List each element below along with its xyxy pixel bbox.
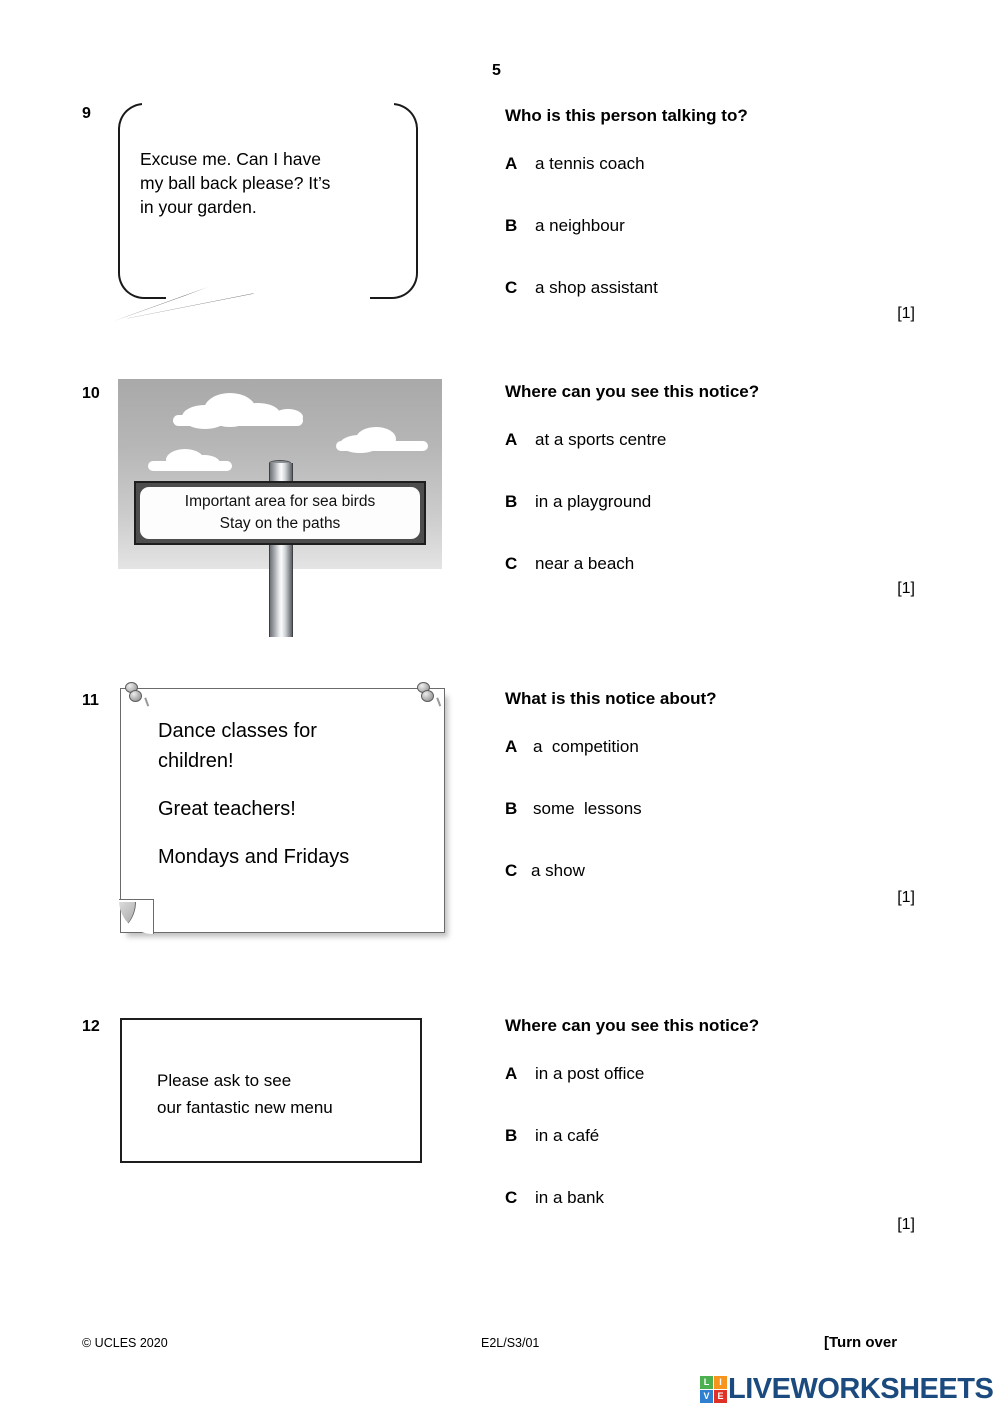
poster-line-3: Mondays and Fridays <box>158 846 350 868</box>
option-text: a show <box>531 861 585 880</box>
question-9-stem: Who is this person talking to? <box>505 106 748 125</box>
poster-line-2: Great teachers! <box>158 798 296 820</box>
question-9-option-c[interactable]: C a shop assistant <box>505 278 955 302</box>
option-text: in a post office <box>535 1064 645 1083</box>
question-12-option-b[interactable]: B in a café <box>505 1126 955 1150</box>
question-number-10: 10 <box>82 385 100 402</box>
option-letter: B <box>505 799 518 818</box>
poster-sheet <box>120 688 445 933</box>
bubble-gap-bottom-left <box>142 290 166 296</box>
question-11-option-b[interactable]: B some lessons <box>505 799 955 823</box>
speech-bubble-text: Excuse me. Can I have my ball back pleas… <box>140 149 331 217</box>
footer-paper-code: E2L/S3/01 <box>481 1336 540 1350</box>
option-letter: B <box>505 216 518 235</box>
question-11-block: What is this notice about? A a competiti… <box>505 689 955 885</box>
option-letter: C <box>505 278 518 297</box>
question-12-option-a[interactable]: A in a post office <box>505 1064 955 1088</box>
question-11-stem: What is this notice about? <box>505 689 717 708</box>
question-9-block: Who is this person talking to? A a tenni… <box>505 106 955 302</box>
option-letter: C <box>505 554 518 573</box>
option-text: in a bank <box>535 1188 604 1207</box>
liveworksheets-wordmark: LIVEWORKSHEETS <box>728 1372 994 1405</box>
cloud-icon <box>336 441 428 451</box>
cloud-icon <box>148 461 232 471</box>
question-10-option-b[interactable]: B in a playground <box>505 492 955 516</box>
liveworksheets-badge-icon: L I V E <box>700 1375 727 1403</box>
option-text: a neighbour <box>535 216 625 235</box>
signpost-image-q10: Important area for sea birds Stay on the… <box>118 379 442 637</box>
option-text: in a café <box>535 1126 600 1145</box>
question-10-stem: Where can you see this notice? <box>505 382 760 401</box>
pushpin-body <box>129 690 142 702</box>
badge-tile-e: E <box>714 1389 727 1403</box>
option-letter: C <box>505 1188 518 1207</box>
speech-bubble-right-bracket <box>370 103 418 299</box>
badge-tile-i: I <box>714 1375 727 1389</box>
question-10-block: Where can you see this notice? A at a sp… <box>505 382 955 578</box>
sign-board: Important area for sea birds Stay on the… <box>134 481 426 545</box>
footer-copyright: © UCLES 2020 <box>82 1336 168 1350</box>
question-12-stem: Where can you see this notice? <box>505 1016 760 1035</box>
bubble-gap-top-right <box>370 102 394 108</box>
pushpin-body <box>421 690 434 702</box>
option-letter: B <box>505 492 518 511</box>
speech-bubble-tail-icon <box>114 287 255 321</box>
option-text: some lessons <box>533 799 642 818</box>
option-text: near a beach <box>535 554 635 573</box>
badge-tile-v: V <box>700 1389 713 1403</box>
question-9-option-a[interactable]: A a tennis coach <box>505 154 955 178</box>
option-letter: B <box>505 1126 518 1145</box>
dance-notice-q11: Dance classes for children! Great teache… <box>119 682 445 934</box>
option-letter: A <box>505 430 518 449</box>
question-12-option-c[interactable]: C in a bank <box>505 1188 955 1212</box>
question-number-11: 11 <box>82 692 99 709</box>
question-number-9: 9 <box>82 105 91 122</box>
option-text: in a playground <box>535 492 652 511</box>
poster-text: Dance classes for children! Great teache… <box>158 716 423 872</box>
question-10-option-c[interactable]: C near a beach <box>505 554 955 578</box>
menu-notice-text: Please ask to see our fantastic new menu <box>157 1071 333 1117</box>
option-text: a tennis coach <box>535 154 645 173</box>
question-9-marks: [1] <box>897 305 915 322</box>
option-text: a competition <box>533 737 639 756</box>
liveworksheets-logo: L I V E LIVEWORKSHEETS <box>700 1372 994 1406</box>
question-9-option-b[interactable]: B a neighbour <box>505 216 955 240</box>
question-11-marks: [1] <box>897 889 915 906</box>
option-letter: A <box>505 1064 518 1083</box>
question-10-marks: [1] <box>897 580 915 597</box>
cloud-icon <box>173 415 303 426</box>
question-12-block: Where can you see this notice? A in a po… <box>505 1016 955 1212</box>
option-letter: A <box>505 154 518 173</box>
pushpin-icon <box>124 682 150 712</box>
question-10-option-a[interactable]: A at a sports centre <box>505 430 955 454</box>
speech-bubble-q9: Excuse me. Can I have my ball back pleas… <box>114 102 418 323</box>
sign-line-2: Stay on the paths <box>219 515 341 532</box>
poster-line-1: Dance classes for children! <box>158 720 317 772</box>
pushpin-icon <box>416 682 442 712</box>
pushpin-needle <box>135 697 150 710</box>
question-11-option-c[interactable]: C a show <box>505 861 955 885</box>
option-letter: C <box>505 861 518 880</box>
question-12-marks: [1] <box>897 1216 915 1233</box>
menu-notice-q12: Please ask to see our fantastic new menu <box>120 1018 422 1163</box>
footer-turn-over: [Turn over <box>824 1334 898 1351</box>
question-11-option-a[interactable]: A a competition <box>505 737 955 761</box>
option-text: a shop assistant <box>535 278 658 297</box>
pushpin-needle <box>427 697 442 710</box>
option-letter: A <box>505 737 518 756</box>
badge-tile-l: L <box>700 1375 713 1389</box>
bubble-gap-bottom-right <box>370 290 394 296</box>
sign-board-inner: Important area for sea birds Stay on the… <box>140 487 420 539</box>
option-text: at a sports centre <box>535 430 667 449</box>
bubble-gap-top-left <box>142 102 166 108</box>
cloud-icon <box>273 409 303 425</box>
question-number-12: 12 <box>82 1018 100 1035</box>
page-number: 5 <box>492 62 501 79</box>
sign-line-1: Important area for sea birds <box>184 493 376 510</box>
